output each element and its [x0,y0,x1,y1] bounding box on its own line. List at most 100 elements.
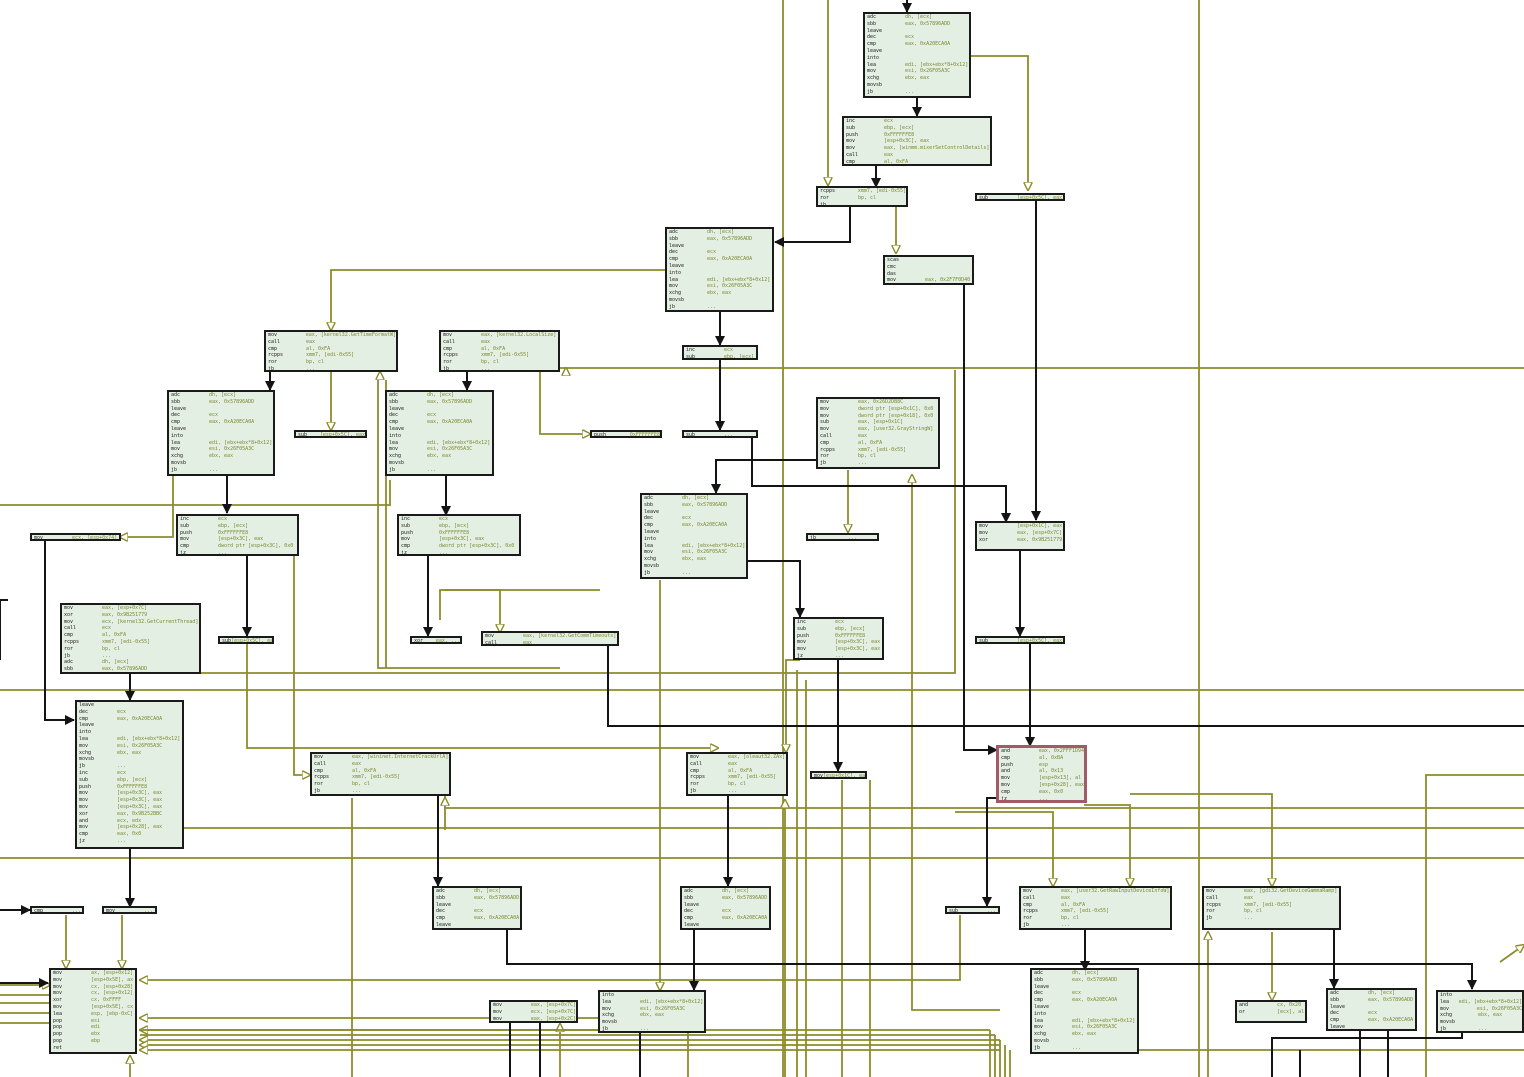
instruction-line[interactable]: mov[esp+0x28], eax [999,782,1084,789]
instruction-line[interactable]: sub[esp+0x5C], eax [977,638,1063,642]
instruction-line[interactable]: mov... [104,908,155,912]
instruction-line[interactable]: leave [865,28,969,35]
instruction-line[interactable]: leave [642,509,746,516]
instruction-line[interactable]: leave [1032,984,1137,991]
instruction-line[interactable]: leave [1328,1024,1415,1029]
instruction-line[interactable]: leave [667,243,772,250]
instruction-line[interactable]: cmc [885,264,972,271]
instruction-line[interactable]: mov[esp+0x5E], ax [51,977,135,984]
instruction-line[interactable]: into [642,536,746,543]
instruction-line[interactable]: mov[esp+0x3C], eax [178,536,297,543]
instruction-line[interactable]: into [387,433,492,440]
instruction-line[interactable]: jb... [865,89,969,96]
instruction-line[interactable]: jb... [441,366,558,370]
instruction-line[interactable]: mov[esp+0x3C], eax [77,797,182,804]
instruction-line[interactable]: jz... [77,838,182,845]
basic-block[interactable]: sub... [945,906,1000,914]
instruction-line[interactable]: ret [51,1045,135,1052]
instruction-line[interactable]: jb... [1032,1045,1137,1052]
instruction-line[interactable]: leave [642,529,746,536]
instruction-line[interactable]: leave [77,722,182,729]
instruction-line[interactable]: leave [169,426,273,433]
basic-block[interactable]: sub[esp+0x5C], eax [975,636,1065,644]
instruction-line[interactable]: mov[esp+0x5E], cx [51,1004,135,1011]
instruction-line[interactable]: into [667,270,772,277]
basic-block[interactable]: sub... [682,430,758,438]
instruction-line[interactable]: jb... [818,460,938,467]
instruction-line[interactable]: jb... [77,763,182,770]
basic-block[interactable]: sub[esp+0x5C], eax [294,430,367,438]
instruction-line[interactable]: into [600,992,704,999]
instruction-line[interactable]: movsb [1438,1019,1522,1026]
instruction-line[interactable]: jb... [387,467,492,474]
instruction-line[interactable]: jz... [399,550,519,554]
instruction-line[interactable]: leave [387,406,492,413]
instruction-line[interactable]: leave [682,922,769,928]
instruction-line[interactable]: leave [1032,1004,1137,1011]
basic-block[interactable]: sub[esp+0x5C], eax [975,193,1065,201]
instruction-line[interactable]: jb... [688,788,786,794]
instruction-line[interactable]: jb... [312,788,449,794]
